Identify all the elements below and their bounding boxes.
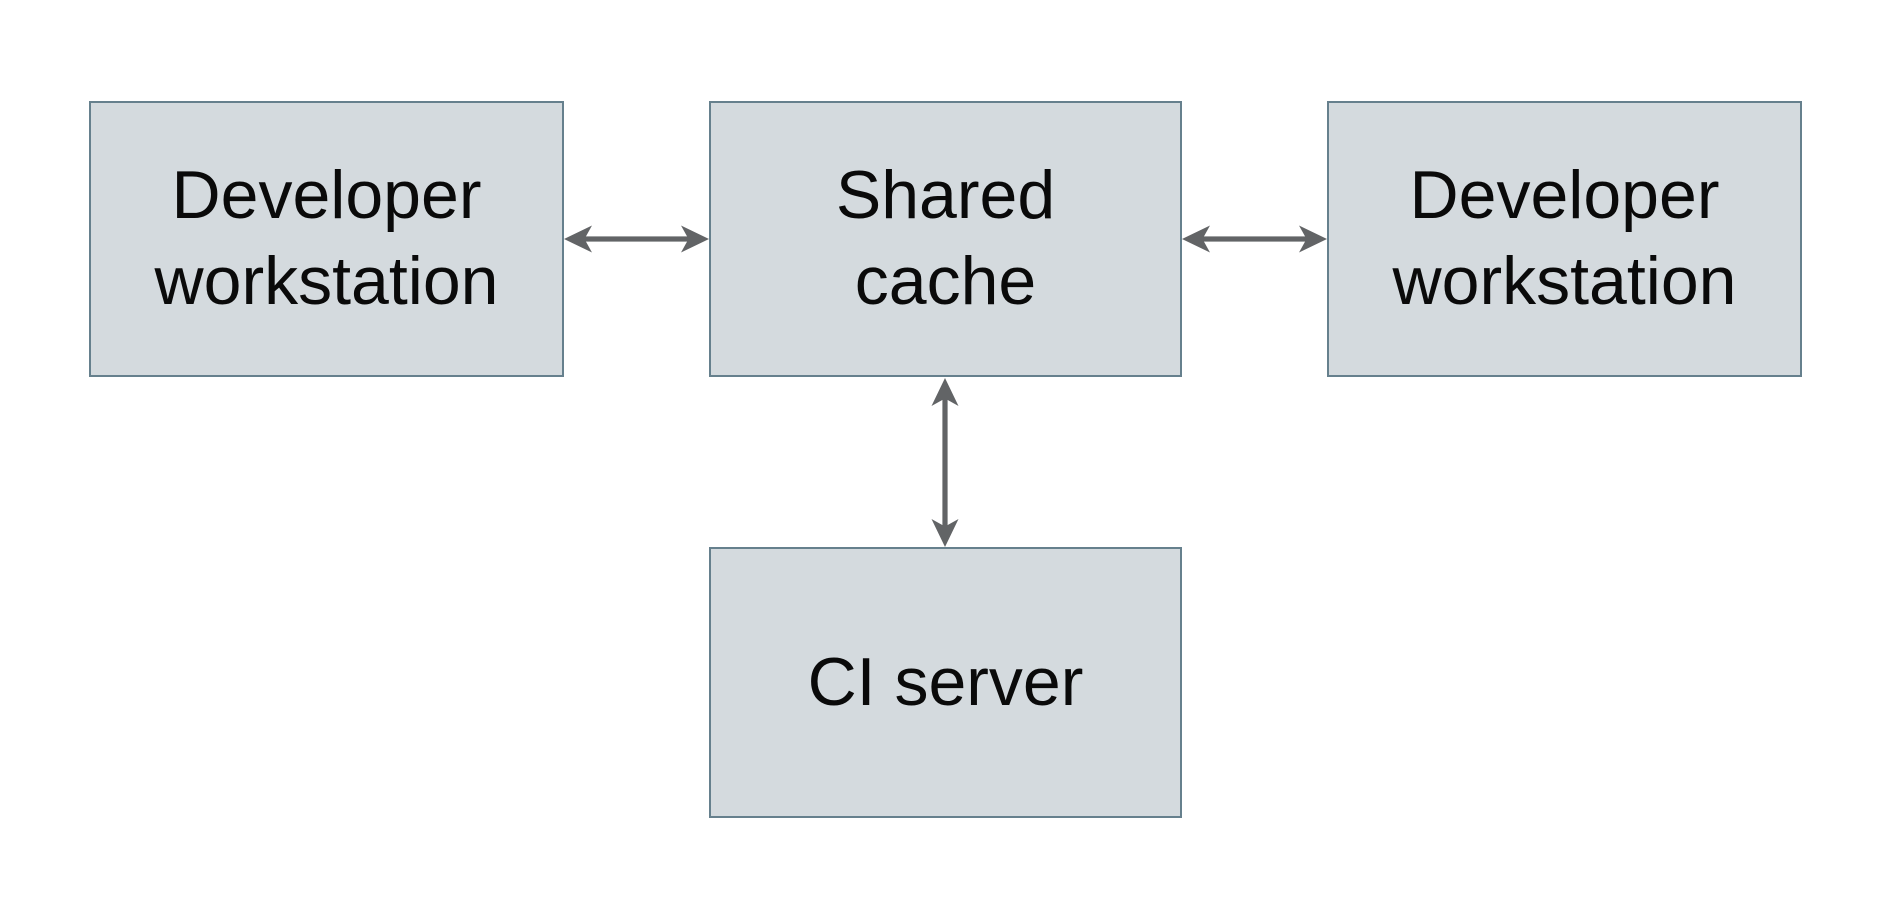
node-ci-server: CI server: [709, 547, 1182, 818]
bidirectional-arrow-left-icon: [564, 225, 709, 253]
node-label-ci-server: CI server: [807, 643, 1084, 720]
node-label-developer-workstation-left: Developer workstation: [154, 157, 499, 319]
node-developer-workstation-right: Developer workstation: [1327, 101, 1802, 377]
node-label-developer-workstation-right: Developer workstation: [1392, 157, 1737, 319]
node-label-shared-cache: Shared cache: [835, 157, 1056, 319]
bidirectional-arrow-right-icon: [1182, 225, 1327, 253]
bidirectional-arrow-vertical-icon: [931, 378, 959, 547]
node-developer-workstation-left: Developer workstation: [89, 101, 564, 377]
node-shared-cache: Shared cache: [709, 101, 1182, 377]
